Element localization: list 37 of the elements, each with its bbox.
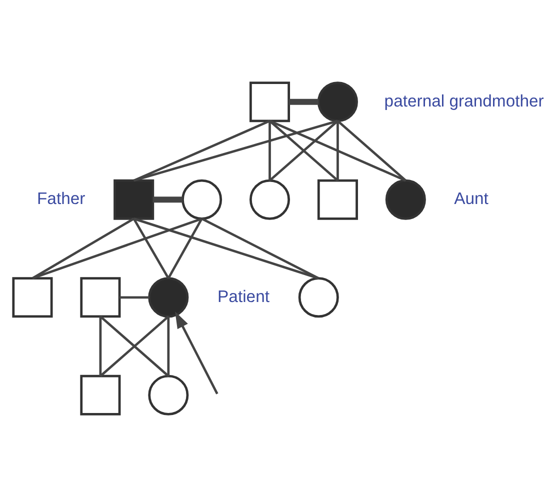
node-box xyxy=(12,277,53,318)
connector xyxy=(99,316,102,376)
connector xyxy=(133,120,338,182)
connector xyxy=(152,196,183,203)
connector xyxy=(268,120,271,181)
connector xyxy=(336,120,339,181)
connector xyxy=(167,218,203,279)
connector xyxy=(268,120,338,182)
connector xyxy=(133,120,270,182)
node-box xyxy=(80,277,121,318)
connector xyxy=(32,218,134,280)
node-box xyxy=(317,179,358,220)
node-label: Patient xyxy=(218,286,270,306)
connector xyxy=(32,218,202,280)
node-label: Aunt xyxy=(454,189,488,208)
node-circle xyxy=(182,179,222,220)
node-circle xyxy=(385,179,426,220)
node-circle xyxy=(148,277,189,318)
connector xyxy=(201,218,320,280)
node-label: Father xyxy=(36,189,86,208)
connector xyxy=(120,296,150,299)
node-circle xyxy=(249,179,290,220)
node-box xyxy=(114,179,154,220)
connector xyxy=(133,218,319,280)
connector xyxy=(100,316,170,377)
connector xyxy=(167,316,170,376)
node-box xyxy=(80,374,121,416)
node-circle xyxy=(148,374,189,416)
node-label: paternal grandmother xyxy=(384,91,544,110)
connector xyxy=(132,218,170,279)
connector xyxy=(269,120,406,182)
connector xyxy=(336,120,406,182)
node-box xyxy=(249,82,290,122)
node-circle xyxy=(298,277,339,318)
arrow xyxy=(175,312,218,394)
connector xyxy=(288,98,319,105)
node-circle xyxy=(317,82,358,122)
